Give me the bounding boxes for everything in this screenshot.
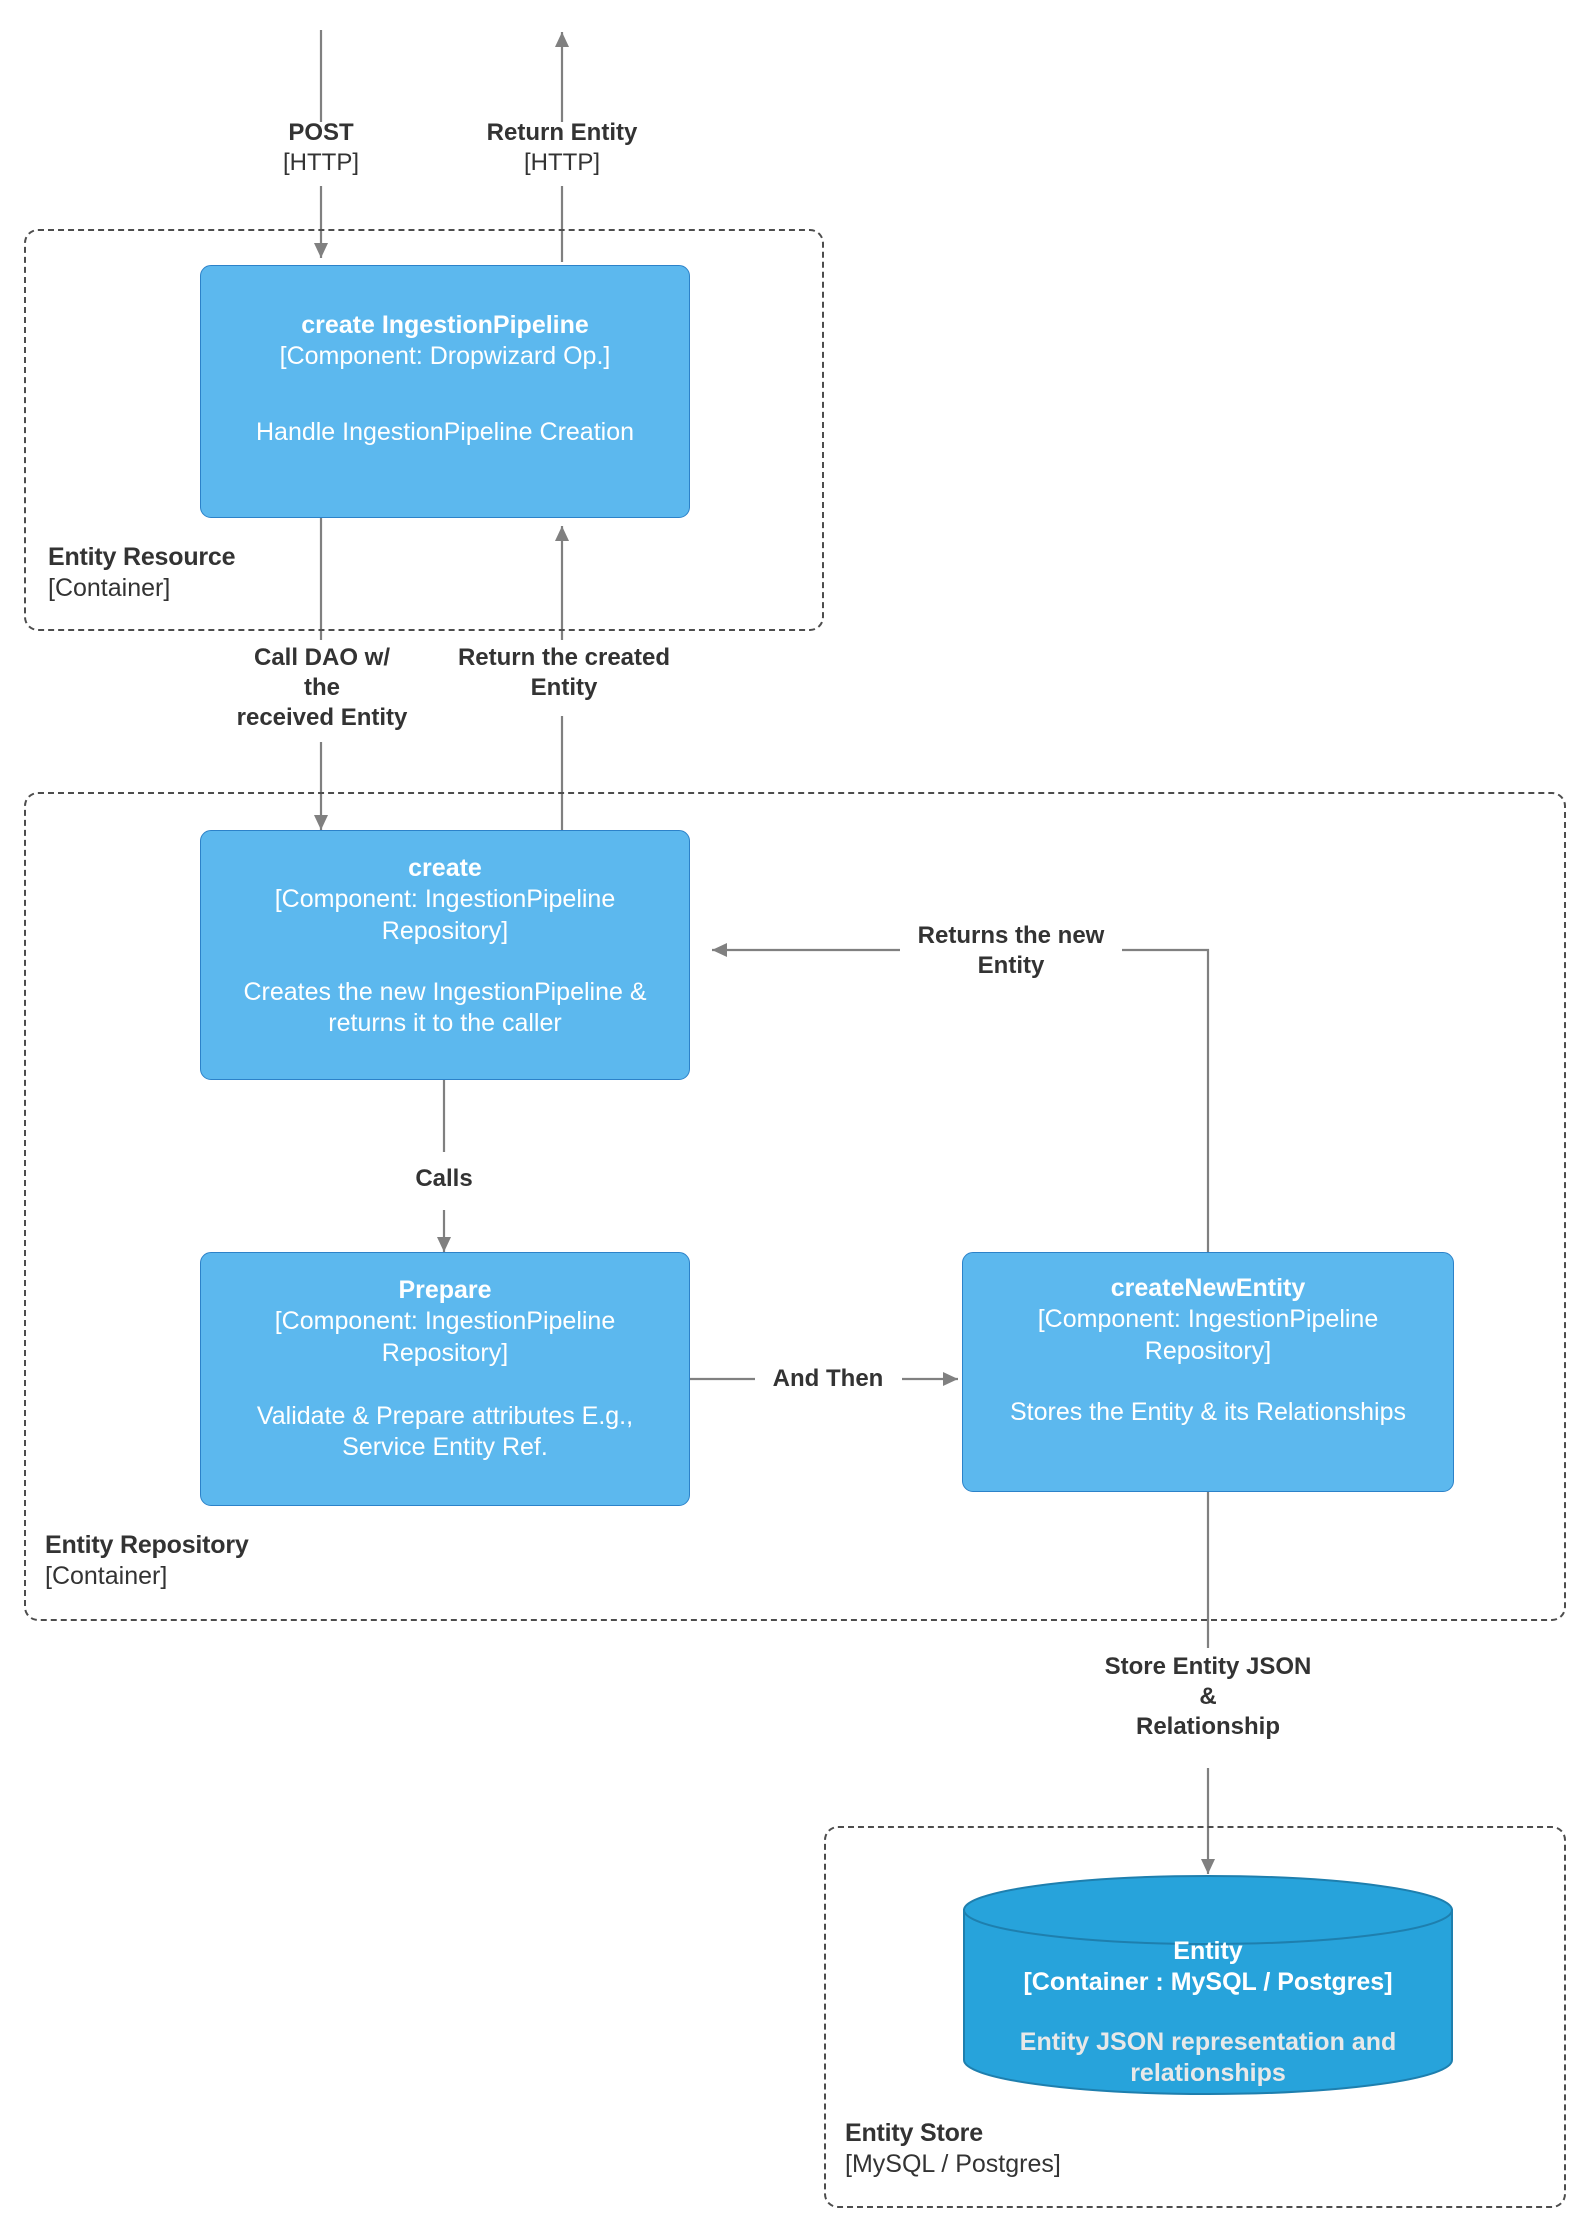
edge-returns-new-entity <box>712 943 1210 1252</box>
boundary-entity-repository <box>24 792 1566 1621</box>
edge-label-and-then: And Then <box>772 1365 884 1392</box>
edge-label-name: Return Entity <box>486 119 638 146</box>
boundary-entity-resource <box>24 229 824 631</box>
database-entity[interactable]: Entity [Container : MySQL / Postgres] En… <box>962 1874 1454 2096</box>
component-tech: [Component: IngestionPipeline Repository… <box>274 1307 616 1367</box>
component-description: Validate & Prepare attributes E.g., Serv… <box>256 1401 634 1461</box>
boundary-label-entity-repository: Entity Repository [Container] <box>45 1530 505 1591</box>
component-title: create <box>408 854 482 882</box>
edge-label-return-created: Return the created Entity <box>457 644 671 701</box>
boundary-label-entity-resource: Entity Resource [Container] <box>48 542 468 603</box>
edge-label-calls: Calls <box>415 1165 473 1192</box>
component-description: Stores the Entity & its Relationships <box>1009 1397 1407 1426</box>
component-title: createNewEntity <box>1110 1274 1306 1302</box>
edge-label-return-entity: Return Entity [HTTP] <box>442 118 682 178</box>
edge-label-name: POST <box>288 119 354 146</box>
component-create-repository[interactable]: create [Component: IngestionPipeline Rep… <box>200 830 690 1080</box>
edge-label-store-entity-json: Store Entity JSON & Relationship <box>1104 1653 1312 1740</box>
boundary-name: Entity Resource <box>48 543 236 571</box>
component-tech: [Component: Dropwizard Op.] <box>279 342 611 371</box>
boundary-label-entity-store: Entity Store [MySQL / Postgres] <box>845 2118 1305 2179</box>
component-create-new-entity-repository[interactable]: createNewEntity [Component: IngestionPip… <box>962 1252 1454 1492</box>
boundary-name: Entity Repository <box>45 1531 249 1559</box>
component-description: Creates the new IngestionPipeline & retu… <box>243 977 647 1037</box>
edge-label-returns-new-entity: Returns the new Entity <box>917 922 1105 979</box>
boundary-entity-store <box>824 1826 1566 2208</box>
component-description: Handle IngestionPipeline Creation <box>255 417 635 446</box>
boundary-tech: [MySQL / Postgres] <box>845 2149 1061 2178</box>
component-tech: [Component: IngestionPipeline Repository… <box>274 885 616 945</box>
cylinder-shape <box>963 1875 1453 2095</box>
boundary-tech: [Container] <box>45 1561 168 1590</box>
boundary-name: Entity Store <box>845 2119 983 2147</box>
component-tech: [Component: IngestionPipeline Repository… <box>1037 1305 1379 1365</box>
edge-label-post: POST [HTTP] <box>201 118 441 178</box>
edge-label-tech: [HTTP] <box>524 148 600 176</box>
boundary-tech: [Container] <box>48 573 171 602</box>
component-title: Prepare <box>398 1276 492 1304</box>
component-title: create IngestionPipeline <box>301 311 589 339</box>
component-create-ingestion-pipeline[interactable]: create IngestionPipeline [Component: Dro… <box>200 265 690 518</box>
component-prepare-repository[interactable]: Prepare [Component: IngestionPipeline Re… <box>200 1252 690 1506</box>
edge-label-call-dao: Call DAO w/ the received Entity <box>236 644 408 731</box>
edge-label-tech: [HTTP] <box>283 148 359 176</box>
